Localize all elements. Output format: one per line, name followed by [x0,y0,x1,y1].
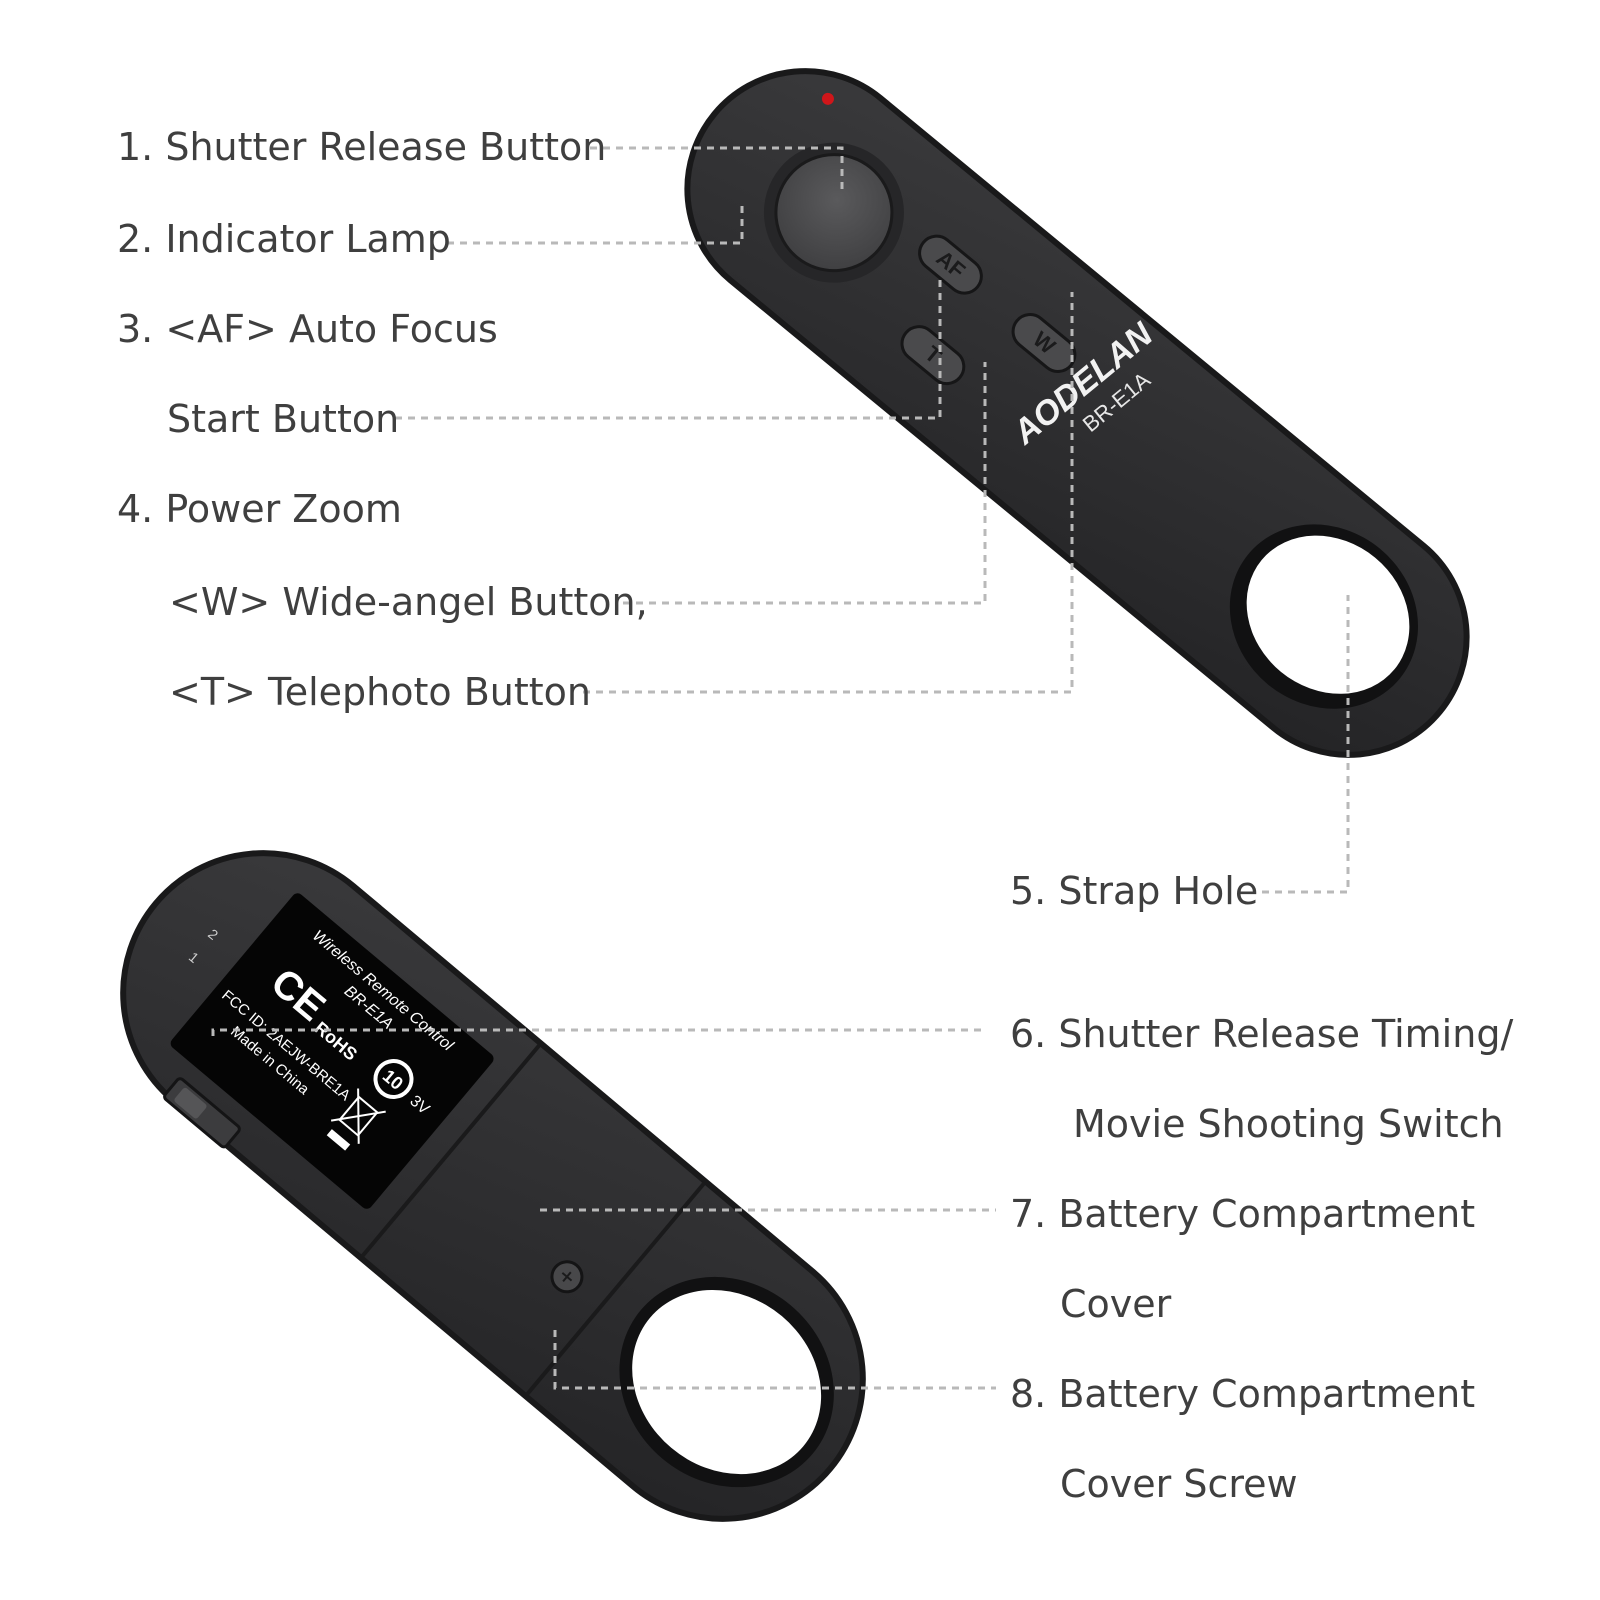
strap-hole [1229,524,1419,709]
callout-6-line-1: 6. Shutter Release Timing/ [1010,1012,1514,1056]
callout-5: 5. Strap Hole [1010,872,1258,910]
leader-6 [211,1028,985,1036]
callout-6b: Movie Shooting Switch [1073,1105,1504,1143]
callout-3-line-1: 3. <AF> Auto Focus [117,307,498,351]
leader-3 [395,278,942,420]
front-remote: AF T W [684,68,1470,758]
callout-8b: Cover Screw [1060,1465,1298,1503]
weee-bar [326,1129,351,1151]
leader-1 [590,146,844,192]
leader-8 [553,1330,996,1390]
callout-4c: <T> Telephoto Button [169,673,591,711]
callout-8-line-1: 8. Battery Compartment [1010,1372,1476,1416]
callout-4: 4. Power Zoom [117,490,402,528]
shutter-release-button[interactable] [735,114,932,311]
indicator-lamp [821,92,834,105]
callout-7-line-2: Cover [1060,1282,1172,1326]
callout-4-line-3: <T> Telephoto Button [169,670,592,714]
callout-8: 8. Battery Compartment [1010,1375,1475,1413]
leader-4w [623,362,987,605]
weee-bin-icon [330,1088,386,1144]
leader-4t [583,292,1074,694]
callout-1: 1. Shutter Release Button [117,128,606,166]
callout-6-line-2: Movie Shooting Switch [1073,1102,1504,1146]
callout-8-line-2: Cover Screw [1060,1462,1298,1506]
af-button[interactable]: AF [913,229,989,300]
callout-3-line-2: Start Button [167,397,400,441]
callout-3: 3. <AF> Auto Focus [117,310,498,348]
t-button[interactable]: T [895,320,971,391]
rear-strap-hole [619,1276,834,1488]
callout-6: 6. Shutter Release Timing/ [1010,1015,1513,1053]
callout-5-line-1: 5. Strap Hole [1010,869,1259,913]
battery-cover-seam-left [360,1043,542,1258]
leader-lines [211,146,1350,1390]
callout-4-line-1: 4. Power Zoom [117,487,402,531]
w-button[interactable]: W [1006,308,1082,379]
callout-4-line-2: <W> Wide-angel Button, [169,580,648,624]
timing-switch[interactable] [163,1077,241,1149]
callout-7: 7. Battery Compartment [1010,1195,1475,1233]
callout-7-line-1: 7. Battery Compartment [1010,1192,1476,1236]
leader-5 [1262,595,1350,894]
callout-7b: Cover [1060,1285,1171,1323]
cover-screw [550,1260,584,1294]
callout-2-line-1: 2. Indicator Lamp [117,217,451,261]
callout-4b: <W> Wide-angel Button, [169,583,648,621]
callout-2: 2. Indicator Lamp [117,220,451,258]
callout-3b: Start Button [167,400,399,438]
year-mark-ring [373,1059,414,1100]
callout-1-line-1: 1. Shutter Release Button [117,125,607,169]
rear-remote: Wireless Remote Control BR-E1A CE RoHS 1… [120,850,866,1522]
